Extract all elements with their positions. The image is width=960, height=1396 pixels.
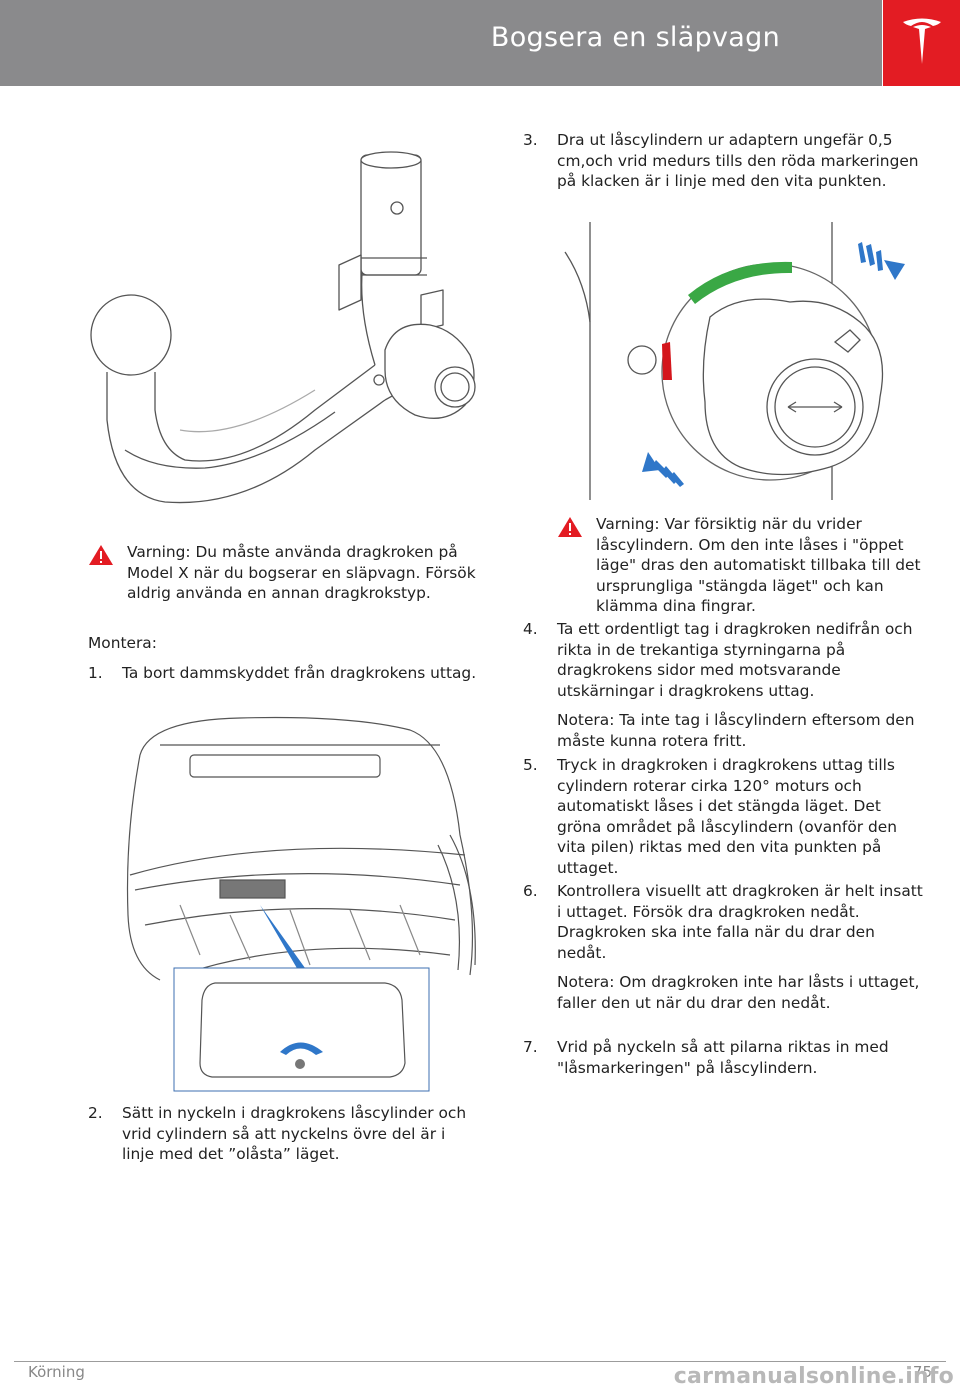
step-4: 4. Ta ett ordentligt tag i dragkroken ne… xyxy=(523,619,923,701)
step-number: 2. xyxy=(88,1104,103,1122)
step-3: 3. Dra ut låscylindern ur adaptern ungef… xyxy=(523,130,923,192)
step-text: Dra ut låscylindern ur adaptern ungefär … xyxy=(557,131,919,190)
step-text: Tryck in dragkroken i dragkrokens uttag … xyxy=(557,756,897,877)
step-text: Sätt in nyckeln i dragkrokens låscylinde… xyxy=(122,1104,467,1163)
step-1: 1. Ta bort dammskyddet från dragkrokens … xyxy=(88,663,480,684)
page-title: Bogsera en släpvagn xyxy=(490,22,780,53)
brand-logo xyxy=(883,0,960,86)
warning-icon xyxy=(89,545,113,565)
warning-cylinder: Varning: Var försiktig när du vrider lås… xyxy=(557,514,923,617)
tow-hitch-illustration xyxy=(90,151,476,504)
footer-section: Körning xyxy=(28,1363,85,1381)
step-number: 4. xyxy=(523,620,538,638)
warning-icon xyxy=(558,517,582,537)
step-number: 5. xyxy=(523,756,538,774)
warning-text: Varning: Var försiktig när du vrider lås… xyxy=(596,515,921,615)
step-7: 7. Vrid på nyckeln så att pilarna riktas… xyxy=(523,1037,923,1078)
mount-intro: Montera: xyxy=(88,634,157,652)
note-step-4: Notera: Ta inte tag i låscylindern efter… xyxy=(557,711,915,750)
footer-page-number: 75 xyxy=(912,1363,932,1381)
warning-hitch: Varning: Du måste använda dragkroken på … xyxy=(88,542,480,604)
step-number: 7. xyxy=(523,1038,538,1056)
watermark: carmanualsonline.info xyxy=(673,1364,954,1389)
step-2: 2. Sätt in nyckeln i dragkrokens låscyli… xyxy=(88,1103,480,1165)
step-text: Ta bort dammskyddet från dragkrokens utt… xyxy=(122,664,477,682)
car-rear-illustration xyxy=(126,716,476,1092)
step-6: 6. Kontrollera visuellt att dragkroken ä… xyxy=(523,881,923,963)
step-text: Ta ett ordentligt tag i dragkroken nedif… xyxy=(557,620,913,700)
lock-cylinder-illustration xyxy=(564,222,905,500)
step-text: Vrid på nyckeln så att pilarna riktas in… xyxy=(557,1038,889,1077)
step-number: 6. xyxy=(523,882,538,900)
step-text: Kontrollera visuellt att dragkroken är h… xyxy=(557,882,923,962)
step-number: 1. xyxy=(88,664,103,682)
page-header: Bogsera en släpvagn xyxy=(0,0,882,86)
note-step-6: Notera: Om dragkroken inte har låsts i u… xyxy=(557,973,920,1012)
footer-divider xyxy=(14,1361,946,1362)
step-number: 3. xyxy=(523,131,538,149)
step-5: 5. Tryck in dragkroken i dragkrokens utt… xyxy=(523,755,923,878)
tesla-logo-icon xyxy=(903,18,941,64)
warning-text: Varning: Du måste använda dragkroken på … xyxy=(127,543,476,602)
